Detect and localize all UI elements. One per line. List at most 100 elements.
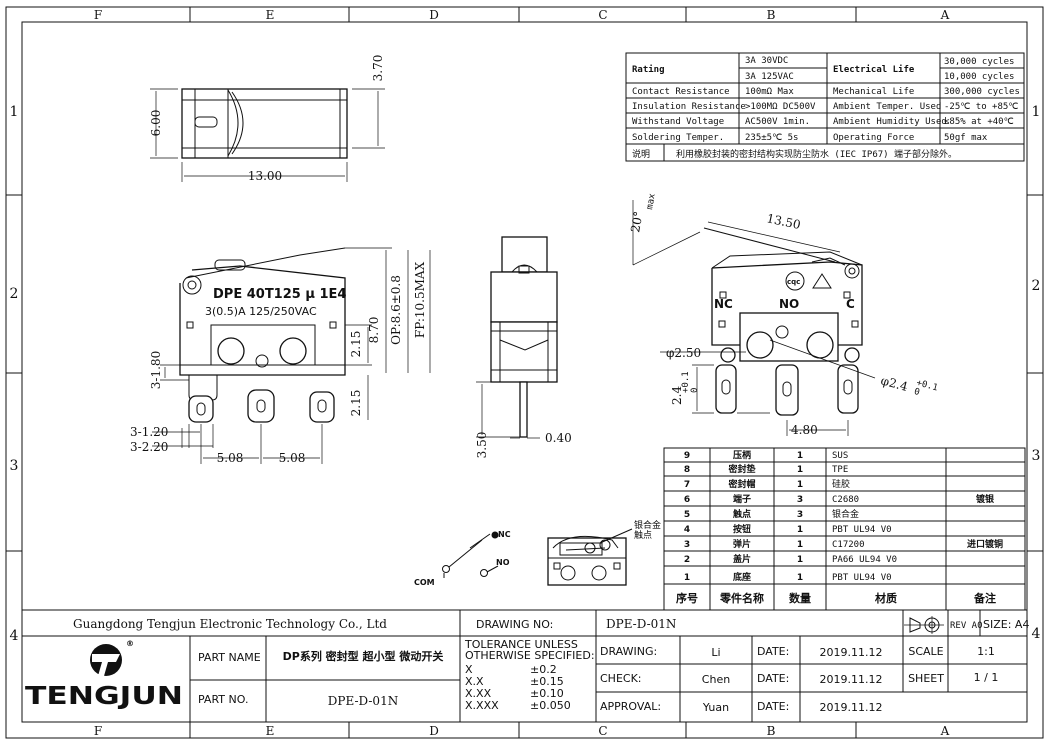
bom-cell-qty: 3 (797, 495, 803, 505)
column-ticks (6, 7, 1043, 738)
bom-cell-no: 9 (684, 451, 690, 461)
dim-front-op: OP:8.6±0.8 (389, 275, 403, 345)
spec-value: 235±5℃ 5s (745, 133, 798, 143)
dim-side-350: 3.50 (475, 432, 489, 459)
bom-cell-mat: C17200 (832, 540, 865, 550)
spec-rating-dc: 3A 30VDC (745, 56, 788, 66)
row-label: 3 (10, 458, 19, 474)
spec-note-label: 说明 (632, 148, 650, 160)
date-label: DATE: (757, 700, 789, 713)
switch-label-line2: 3(0.5)A 125/250VAC (205, 305, 317, 318)
row-label: 2 (10, 286, 19, 302)
bom-cell-mat: 银合金 (832, 508, 859, 520)
date-drawing: 2019.11.12 (820, 646, 883, 659)
dim-top-height: 6.00 (149, 110, 163, 137)
tolerance-value: ±0.050 (530, 699, 571, 712)
dim-iso-480: 4.80 (791, 423, 818, 437)
col-label: A (940, 724, 950, 738)
tolerance-value: ±0.2 (530, 663, 557, 676)
spec-elec-life-label: Electrical Life (833, 64, 915, 75)
check-by: Chen (702, 673, 730, 686)
revision: REV A0 (950, 621, 983, 631)
schematic-no: NO (496, 558, 510, 567)
tolerance-key: X.X (465, 675, 484, 688)
drawing-by: Li (711, 646, 720, 659)
iso-view (632, 200, 876, 436)
date-check: 2019.11.12 (820, 673, 883, 686)
tolerance-title-2: OTHERWISE SPECIFIED: (465, 649, 595, 662)
bom-cell-qty: 1 (797, 573, 803, 583)
paper-size: SIZE: A4 (983, 618, 1029, 631)
dim-iso-24: 2.4 (670, 386, 684, 405)
inner-frame (21, 21, 1028, 723)
dim-front-508a: 5.08 (217, 451, 244, 465)
schematic-com: COM (414, 578, 435, 587)
bom-cell-no: 7 (684, 480, 690, 490)
col-label: E (266, 724, 275, 738)
col-label: F (94, 724, 102, 738)
bom-cell-qty: 1 (797, 525, 803, 535)
row-label: 4 (10, 628, 19, 644)
spec-elec-life-a: 30,000 cycles (944, 57, 1014, 67)
col-label: C (598, 8, 607, 22)
section-note-1: 银合金 (634, 519, 661, 531)
tolerance-key: X (465, 663, 473, 676)
iso-label-no: NO (779, 297, 799, 311)
iso-label-c: C (846, 297, 855, 311)
bom-cell-mat: SUS (832, 451, 848, 461)
projection-symbol-icon (904, 616, 944, 634)
switch-label-line1: DPE 40T125 μ 1E4 (213, 287, 346, 302)
col-label: F (94, 8, 102, 22)
bom-cell-name: 底座 (733, 571, 751, 583)
drawing-no: DPE-D-01N (606, 617, 676, 631)
drawing-no-label: DRAWING NO: (476, 618, 553, 631)
spec-value: -25℃ to +85℃ (944, 102, 1018, 112)
title-block (22, 609, 1027, 722)
bom-cell-mat: C2680 (832, 495, 859, 505)
bom-cell-no: 2 (684, 555, 690, 565)
dim-top-width: 13.00 (248, 169, 282, 183)
sheet-value: 1 / 1 (974, 671, 999, 684)
spec-label: Mechanical Life (833, 87, 914, 97)
dim-iso-24-tol: +0.10 (681, 371, 700, 393)
tolerance-title-1: TOLERANCE UNLESS (464, 638, 578, 651)
schematic-nc: NC (498, 530, 511, 539)
drawing-label: DRAWING: (600, 645, 657, 658)
spec-label: Soldering Temper. (632, 133, 724, 143)
bom-cell-qty: 1 (797, 480, 803, 490)
spec-value: 50gf max (944, 133, 988, 143)
bom-cell-name: 密封垫 (727, 463, 755, 475)
bom-head-remark: 备注 (973, 591, 996, 605)
bom-cell-qty: 1 (797, 451, 803, 461)
col-label: B (767, 724, 776, 738)
dim-front-215b: 2.15 (349, 390, 363, 417)
tolerance-key: X.XX (465, 687, 492, 700)
spec-label: Insulation Resistance (632, 102, 746, 112)
col-label: A (940, 8, 950, 22)
bom-cell-mat: PBT UL94 V0 (832, 525, 892, 535)
section-note-2: 触点 (634, 529, 652, 541)
bom-cell-no: 3 (684, 540, 690, 550)
dim-iso-250: φ2.50 (666, 346, 701, 360)
row-label: 3 (1032, 448, 1041, 464)
part-name: DP系列 密封型 超小型 微动开关 (283, 649, 444, 663)
row-label: 1 (10, 104, 19, 120)
section-view (547, 528, 633, 586)
bom-cell-no: 5 (684, 510, 690, 520)
spec-label: Operating Force (833, 133, 914, 143)
spec-label: Contact Resistance (632, 87, 730, 97)
registered-mark: ® (126, 639, 134, 648)
bom-head-no: 序号 (676, 591, 698, 605)
bom-cell-name: 弹片 (733, 538, 751, 550)
bom-cell-qty: 3 (797, 510, 803, 520)
check-label: CHECK: (600, 672, 642, 685)
part-no-label: PART NO. (198, 693, 248, 706)
col-label: D (429, 724, 439, 738)
bom-cell-name: 端子 (733, 493, 751, 505)
bom-cell-name: 盖片 (733, 553, 751, 565)
tolerance-key: X.XXX (465, 699, 499, 712)
bom-cell-qty: 1 (797, 555, 803, 565)
date-label: DATE: (757, 672, 789, 685)
scale-label: SCALE (908, 645, 943, 658)
bom-cell-name: 压柄 (733, 449, 751, 461)
